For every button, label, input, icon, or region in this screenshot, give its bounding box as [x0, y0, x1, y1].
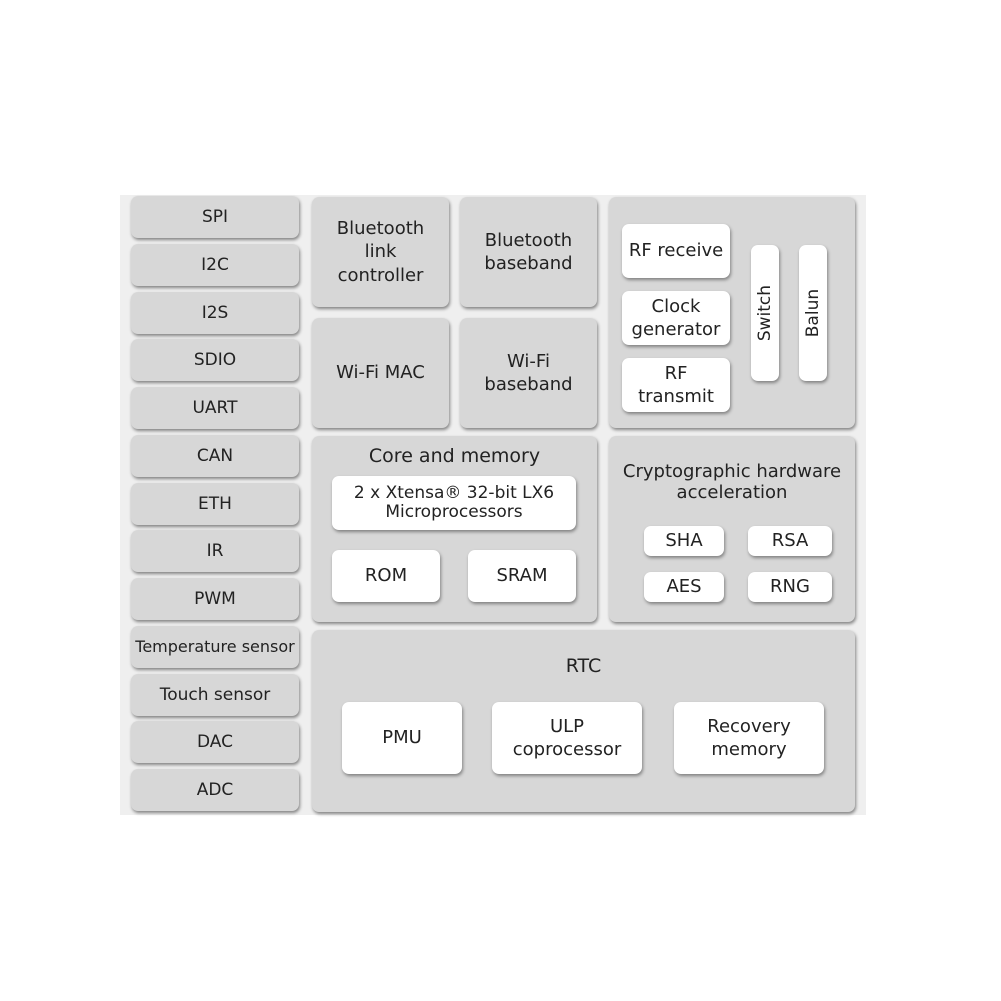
- peripheral-spi: SPI: [131, 196, 299, 238]
- sram: SRAM: [468, 550, 576, 602]
- sha: SHA: [644, 526, 724, 556]
- peripheral-i2s: I2S: [131, 292, 299, 334]
- recovery-memory: Recovery memory: [674, 702, 824, 774]
- pmu: PMU: [342, 702, 462, 774]
- bluetooth-link-controller: Bluetooth link controller: [312, 197, 449, 307]
- peripheral-dac: DAC: [131, 721, 299, 763]
- core-and-memory-title: Core and memory: [368, 445, 541, 467]
- peripheral-pwm: PWM: [131, 578, 299, 620]
- balun: Balun: [799, 245, 827, 381]
- peripheral-adc: ADC: [131, 769, 299, 811]
- rf-receive: RF receive: [622, 224, 730, 278]
- rtc-title: RTC: [565, 655, 602, 677]
- ulp-coprocessor: ULP coprocessor: [492, 702, 642, 774]
- peripheral-eth: ETH: [131, 483, 299, 525]
- bluetooth-baseband: Bluetooth baseband: [460, 197, 597, 307]
- peripheral-temperature-sensor: Temperature sensor: [131, 626, 299, 668]
- peripheral-touch-sensor: Touch sensor: [131, 674, 299, 716]
- aes: AES: [644, 572, 724, 602]
- peripheral-i2c: I2C: [131, 244, 299, 286]
- rtc-group: RTC PMU ULP coprocessor Recovery memory: [312, 630, 855, 812]
- rng: RNG: [748, 572, 832, 602]
- peripheral-uart: UART: [131, 387, 299, 429]
- wifi-baseband: Wi-Fi baseband: [460, 318, 597, 428]
- xtensa-microprocessors: 2 x Xtensa® 32-bit LX6 Microprocessors: [332, 476, 576, 530]
- rf-transmit: RF transmit: [622, 358, 730, 412]
- peripheral-sdio: SDIO: [131, 339, 299, 381]
- peripheral-can: CAN: [131, 435, 299, 477]
- peripheral-ir: IR: [131, 530, 299, 572]
- crypto-title: Cryptographic hardware acceleration: [622, 461, 842, 503]
- core-and-memory-group: Core and memory 2 x Xtensa® 32-bit LX6 M…: [312, 436, 597, 622]
- rsa: RSA: [748, 526, 832, 556]
- rf-group: RF receive Clock generator RF transmit S…: [609, 197, 855, 428]
- crypto-group: Cryptographic hardware acceleration SHA …: [609, 436, 855, 622]
- wifi-mac: Wi-Fi MAC: [312, 318, 449, 428]
- rom: ROM: [332, 550, 440, 602]
- switch: Switch: [751, 245, 779, 381]
- clock-generator: Clock generator: [622, 291, 730, 345]
